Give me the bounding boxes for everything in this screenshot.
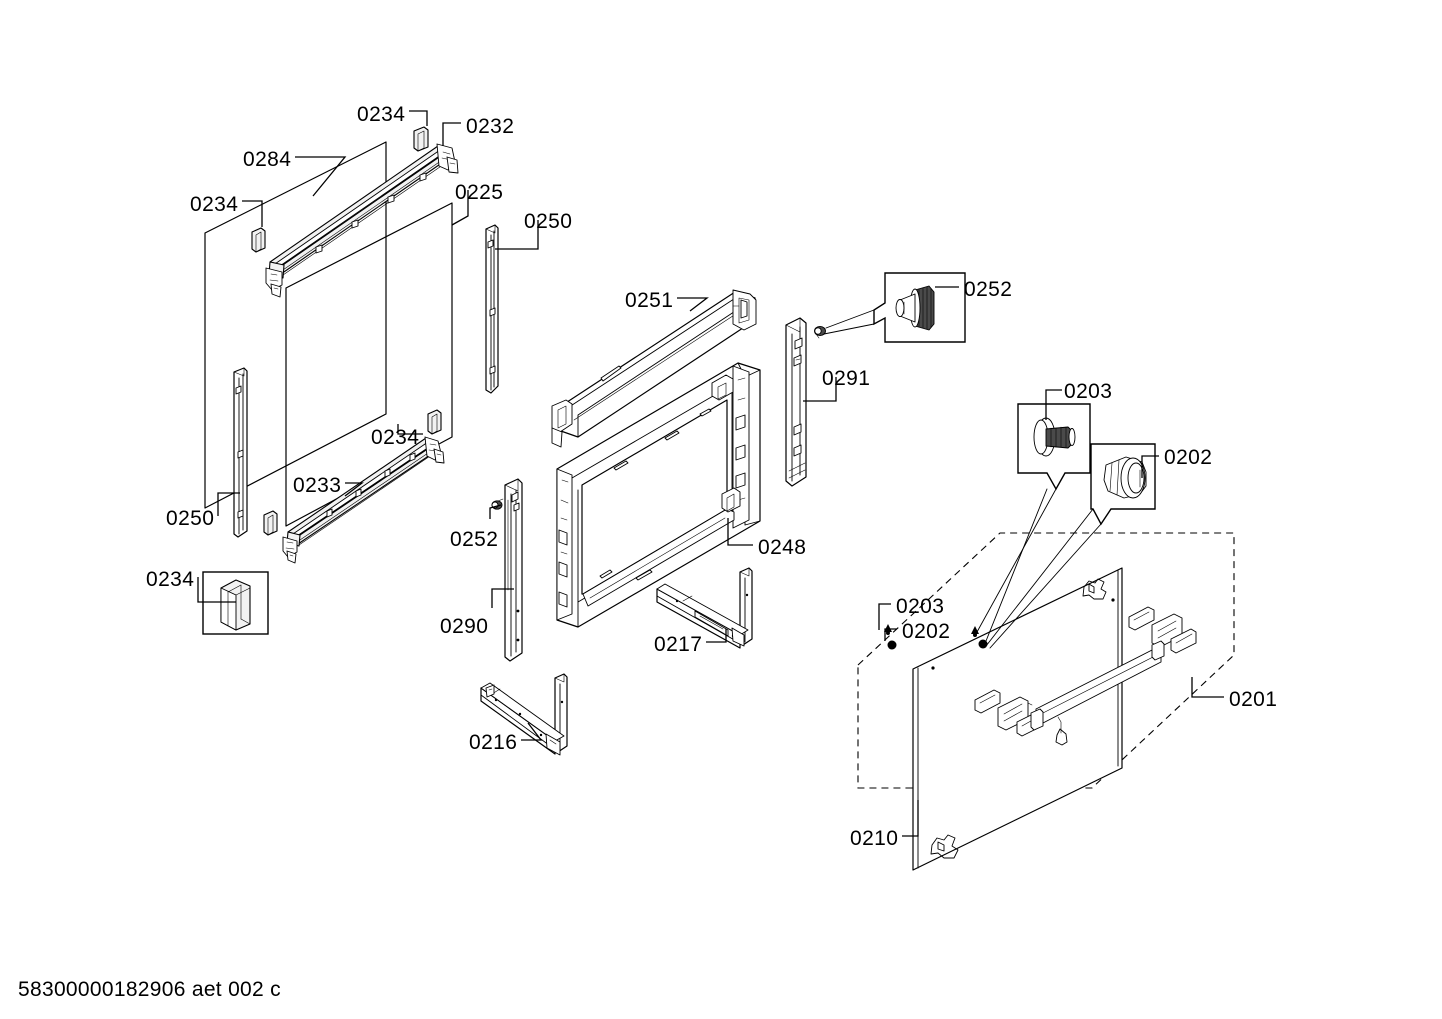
callout-0290: 0290 — [440, 615, 489, 638]
callout-0291: 0291 — [822, 367, 871, 390]
part-0234-clip-lower — [263, 510, 278, 536]
callout-0234-box: 0234 — [146, 568, 195, 591]
part-0291-side-rail-bracket — [785, 317, 807, 487]
part-0250-lower-trim — [233, 367, 248, 538]
part-0232-upper-seal-rail — [265, 143, 459, 298]
callout-0217: 0217 — [654, 633, 703, 656]
part-0225-inner-glass — [285, 202, 453, 527]
callout-0284: 0284 — [243, 148, 292, 171]
part-0234-clip-left — [251, 227, 266, 253]
callout-0234-mid: 0234 — [371, 426, 420, 449]
callout-0216: 0216 — [469, 731, 518, 754]
part-0252-screw-upper — [814, 325, 826, 339]
callout-0252-upper: 0252 — [964, 278, 1013, 301]
callout-0203-upper: 0203 — [1064, 380, 1113, 403]
part-0248-door-inner-frame — [556, 362, 761, 628]
part-0234-clip-mid — [427, 409, 442, 435]
detail-box-0234 — [202, 571, 269, 635]
callout-0225: 0225 — [455, 181, 504, 204]
detail-box-0252 — [873, 272, 966, 343]
part-0250-upper-trim — [485, 224, 499, 394]
detail-box-0203 — [1017, 403, 1091, 491]
callout-0248: 0248 — [758, 536, 807, 559]
callout-0251: 0251 — [625, 289, 674, 312]
callout-0234-left: 0234 — [190, 193, 239, 216]
callout-0210: 0210 — [850, 827, 899, 850]
part-0251-upper-crossbar — [551, 289, 757, 448]
callout-0201: 0201 — [1229, 688, 1278, 711]
part-0210-side-panel — [912, 567, 1197, 871]
callout-0234-top: 0234 — [357, 103, 406, 126]
document-footer-id: 58300000182906 aet 002 c — [18, 978, 281, 1001]
callout-leaders — [197, 110, 1224, 837]
detail-box-0202 — [1090, 443, 1156, 526]
callout-0233: 0233 — [293, 474, 342, 497]
callout-0250-lower: 0250 — [166, 507, 215, 530]
callout-0202-upper: 0202 — [1164, 446, 1213, 469]
callout-0202-lower: 0202 — [902, 620, 951, 643]
callout-0250-upper: 0250 — [524, 210, 573, 233]
part-0290-trim-profile — [504, 478, 523, 662]
callout-0232: 0232 — [466, 115, 515, 138]
part-0217-hinge-bracket-right — [656, 567, 753, 649]
part-0216-hinge-bracket-left — [480, 673, 568, 756]
marker-0203-point — [971, 626, 979, 637]
part-0234-clip-top — [413, 126, 429, 152]
marker-0202-point — [884, 624, 988, 650]
part-0233-lower-seal-rail — [282, 436, 445, 564]
part-0201-assembly-outline — [857, 532, 1235, 789]
callout-0203-lower: 0203 — [896, 595, 945, 618]
callout-0252-lower: 0252 — [450, 528, 499, 551]
leader-lines-detail-boxes — [823, 309, 1102, 649]
